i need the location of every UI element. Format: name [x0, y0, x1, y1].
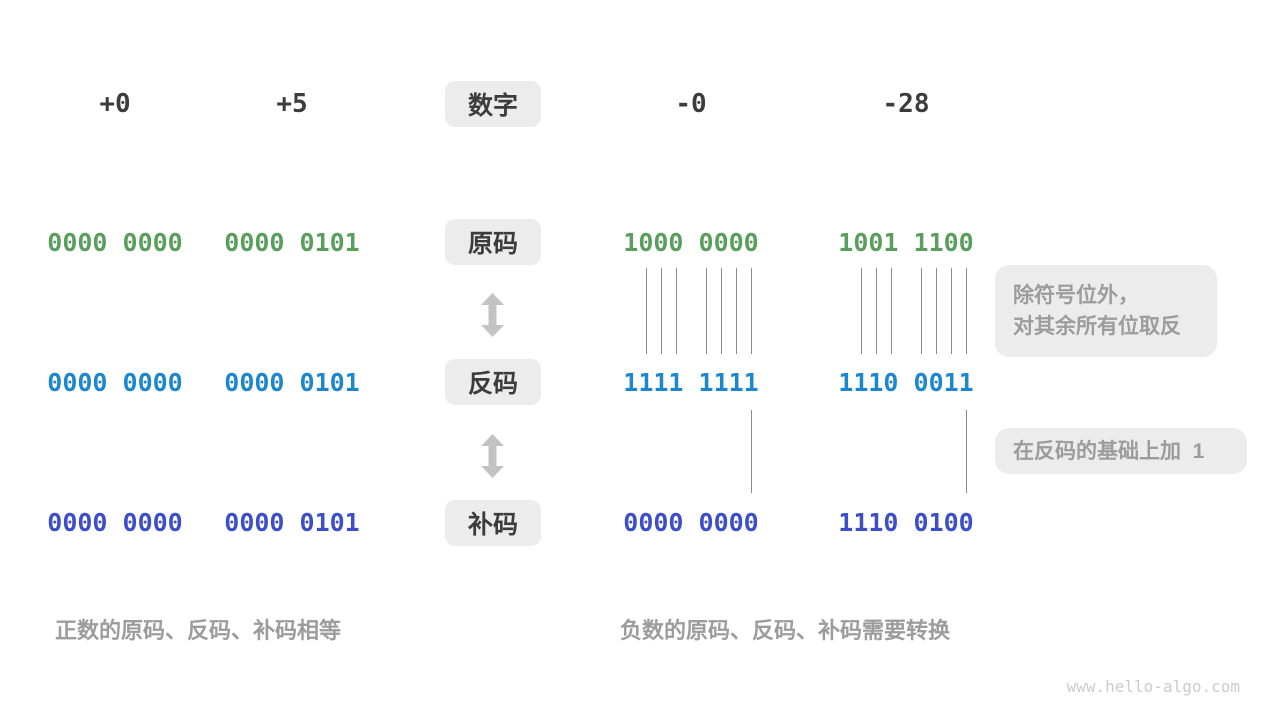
- bit-connector-line: [676, 268, 677, 354]
- twos-complement-plus-zero: 0000 0000: [47, 508, 183, 537]
- twos-complement-minus-zero: 0000 0000: [623, 508, 759, 537]
- bit-connector-line: [891, 268, 892, 354]
- twos-complement-badge-label: 补码: [467, 511, 518, 539]
- website-watermark: www.hello-algo.com: [1066, 677, 1240, 696]
- sign-magnitude-plus-zero: 0000 0000: [47, 228, 183, 257]
- bit-connector-line: [936, 268, 937, 354]
- sign-magnitude-plus-five: 0000 0101: [224, 228, 360, 257]
- updown-arrow-icon: [480, 293, 505, 337]
- number-badge-label: 数字: [467, 92, 518, 120]
- invert-bits-note-line2: 对其余所有位取反: [1013, 315, 1181, 338]
- bit-connector-line: [951, 268, 952, 354]
- sign-magnitude-badge-label: 原码: [467, 230, 518, 258]
- bit-connector-line: [706, 268, 707, 354]
- ones-complement-plus-zero: 0000 0000: [47, 368, 183, 397]
- sign-magnitude-badge: 原码: [445, 219, 541, 265]
- bit-connector-line: [661, 268, 662, 354]
- sign-magnitude-minus-zero: 1000 0000: [623, 228, 759, 257]
- positive-numbers-caption: 正数的原码、反码、补码相等: [55, 618, 342, 643]
- twos-complement-badge: 补码: [445, 500, 541, 546]
- ones-complement-badge: 反码: [445, 359, 541, 405]
- bit-connector-line: [751, 410, 752, 493]
- updown-arrow-icon: [480, 434, 505, 478]
- twos-complement-plus-five: 0000 0101: [224, 508, 360, 537]
- bit-connector-line: [966, 410, 967, 493]
- bit-connector-line: [876, 268, 877, 354]
- number-badge: 数字: [445, 81, 541, 127]
- ones-complement-plus-five: 0000 0101: [224, 368, 360, 397]
- bit-connector-line: [966, 268, 967, 354]
- add-one-note: 在反码的基础上加 1: [995, 428, 1247, 474]
- header-plus-five: +5: [276, 89, 308, 119]
- header-minus-zero: -0: [675, 89, 707, 119]
- bit-connector-line: [921, 268, 922, 354]
- bit-connector-line: [861, 268, 862, 354]
- header-plus-zero: +0: [99, 89, 131, 119]
- twos-complement-minus-twentyeight: 1110 0100: [838, 508, 974, 537]
- sign-magnitude-minus-twentyeight: 1001 1100: [838, 228, 974, 257]
- bit-connector-line: [646, 268, 647, 354]
- header-minus-twentyeight: -28: [882, 89, 930, 119]
- bit-connector-line: [721, 268, 722, 354]
- negative-numbers-caption: 负数的原码、反码、补码需要转换: [620, 618, 951, 643]
- invert-bits-note: 除符号位外， 对其余所有位取反: [995, 265, 1217, 357]
- ones-complement-badge-label: 反码: [467, 370, 518, 398]
- bit-connector-line: [751, 268, 752, 354]
- ones-complement-minus-twentyeight: 1110 0011: [838, 368, 974, 397]
- add-one-note-label: 在反码的基础上加 1: [1013, 439, 1205, 463]
- ones-complement-minus-zero: 1111 1111: [623, 368, 759, 397]
- bit-connector-line: [736, 268, 737, 354]
- invert-bits-note-line1: 除符号位外，: [1013, 284, 1139, 307]
